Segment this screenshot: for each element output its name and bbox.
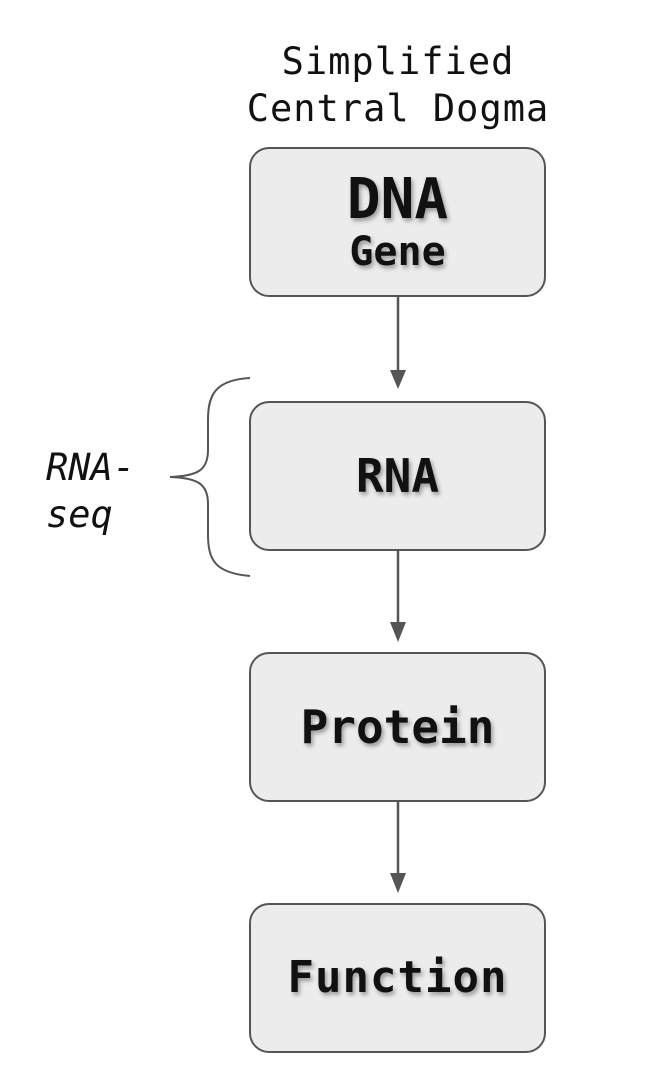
title-line-1: Simplified: [281, 40, 515, 83]
node-rna: RNA: [249, 401, 546, 551]
node-dna-label: DNA: [346, 167, 449, 232]
node-protein-label: Protein: [300, 700, 495, 754]
rna-seq-brace: [169, 377, 251, 577]
arrow-protein-to-function: [390, 802, 406, 893]
annotation-line-2: seq: [46, 493, 113, 536]
node-dna-sublabel: Gene: [349, 229, 446, 275]
diagram-title: Simplified Central Dogma: [200, 38, 596, 132]
arrow-rna-to-protein: [390, 551, 406, 642]
node-protein: Protein: [249, 652, 546, 802]
rna-seq-annotation: RNA- seq: [46, 444, 135, 538]
node-rna-label: RNA: [355, 449, 440, 503]
node-function: Function: [249, 903, 546, 1053]
annotation-line-1: RNA-: [46, 446, 136, 489]
node-dna: DNA Gene: [249, 147, 546, 297]
node-function-label: Function: [287, 952, 508, 1003]
arrow-dna-to-rna: [390, 297, 406, 389]
title-line-2: Central Dogma: [246, 87, 550, 130]
